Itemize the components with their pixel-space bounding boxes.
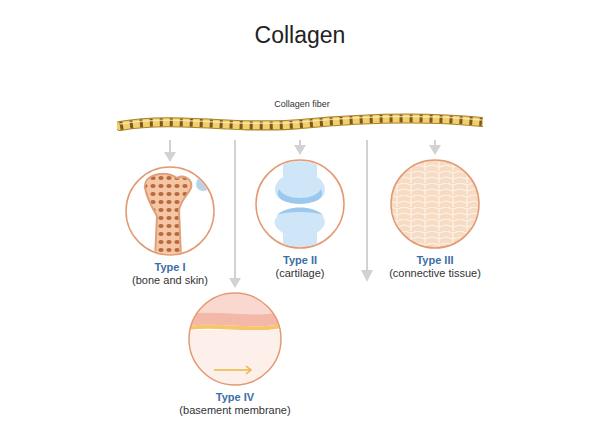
diagram-title: Collagen (0, 22, 600, 49)
collagen-type-circle: Type II(cartilage) (230, 158, 370, 280)
collagen-type-circle: Type III(connective tissue) (360, 158, 510, 280)
collagen-fiber: Collagen fiber (117, 98, 483, 138)
connector-arrow (229, 140, 241, 288)
type-heading: Type III (360, 254, 510, 267)
collagen-type-circle: Type IV(basement membrane) (160, 291, 310, 417)
type-description: (basement membrane) (160, 404, 310, 417)
tissue-illustration (254, 158, 346, 250)
tissue-illustration (124, 165, 216, 257)
fiber-label: Collagen fiber (117, 98, 483, 109)
type-heading: Type IV (160, 391, 310, 404)
tissue-illustration (389, 158, 481, 250)
tissue-illustration (187, 291, 283, 387)
connector-arrow (164, 140, 176, 162)
arrow-line (366, 140, 368, 272)
type-description: (bone and skin) (100, 274, 240, 287)
type-heading: Type I (100, 261, 240, 274)
collagen-type-circle: Type I(bone and skin) (100, 165, 240, 287)
connector-arrow (429, 140, 441, 155)
type-heading: Type II (230, 254, 370, 267)
type-description: (connective tissue) (360, 267, 510, 280)
connector-arrow (294, 140, 306, 155)
arrow-head (361, 270, 373, 282)
type-description: (cartilage) (230, 267, 370, 280)
